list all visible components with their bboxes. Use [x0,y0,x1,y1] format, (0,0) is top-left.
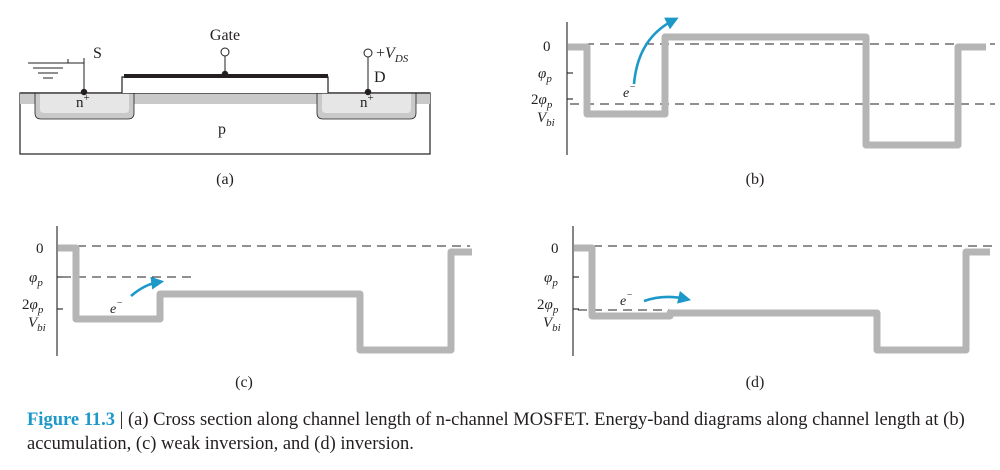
drain-terminal [363,48,373,58]
panel-d-2phi-label: 2φp [537,297,559,316]
panel-b-band-edge [568,33,986,149]
panel-d-label: (d) [746,374,765,391]
panel-c-electron-label: e− [110,298,123,317]
figure-caption: Figure 11.3 | (a) Cross section along ch… [27,408,977,456]
panel-d-inversion: 0 φp 2φp Vbi e− (d) [537,226,992,391]
panel-c-weak-inversion: 0 φp 2φp Vbi e− (c) [22,226,472,391]
gate-label: Gate [210,27,240,44]
substrate-label: p [218,121,226,138]
caption-text: (a) Cross section along channel length o… [27,410,965,454]
panel-b-electron-arrow [632,17,679,85]
n-plus-left-label: n+ [76,92,90,111]
panel-c-electron-arrow [130,276,165,297]
panel-a-cross-section: Gate S D +VDS n+ n+ p (a) [19,27,431,188]
panel-b-electron-label: e− [623,82,636,101]
surface-layer [20,93,430,104]
panel-c-band-edge [58,244,472,354]
panel-d-phi-label: φp [544,270,558,289]
gate-oxide-outline [121,76,329,93]
n-plus-right-label: n+ [360,92,374,111]
panel-d-band-edge [574,244,990,354]
panel-a-label: (a) [216,171,234,188]
panel-b-2phi-label: 2φp [531,92,553,111]
panel-c-2phi-label: 2φp [22,297,44,316]
panel-c-zero-label: 0 [36,241,44,257]
figure-number: Figure 11.3 [27,410,116,430]
panel-b-accumulation: 0 φp 2φp Vbi e− (b) [531,17,995,188]
source-label: S [93,45,102,62]
panel-c-vbi-label: Vbi [28,315,46,334]
panel-d-zero-label: 0 [551,241,559,257]
gate-terminal [220,47,230,57]
panel-b-label: (b) [746,171,765,188]
panel-b-phi-label: φp [538,66,552,85]
panel-d-electron-arrow [643,290,692,304]
source-lead [68,62,85,93]
ground-icon [28,59,69,79]
vds-label: +VDS [376,45,409,65]
panel-b-zero-label: 0 [543,39,551,55]
caption-separator: | [115,410,129,430]
panel-d-vbi-label: Vbi [543,315,561,334]
panel-d-electron-label: e− [620,290,633,309]
panel-c-phi-label: φp [29,270,43,289]
panel-b-vbi-label: Vbi [537,110,555,129]
panel-c-label: (c) [235,374,253,391]
drain-label: D [374,69,386,86]
